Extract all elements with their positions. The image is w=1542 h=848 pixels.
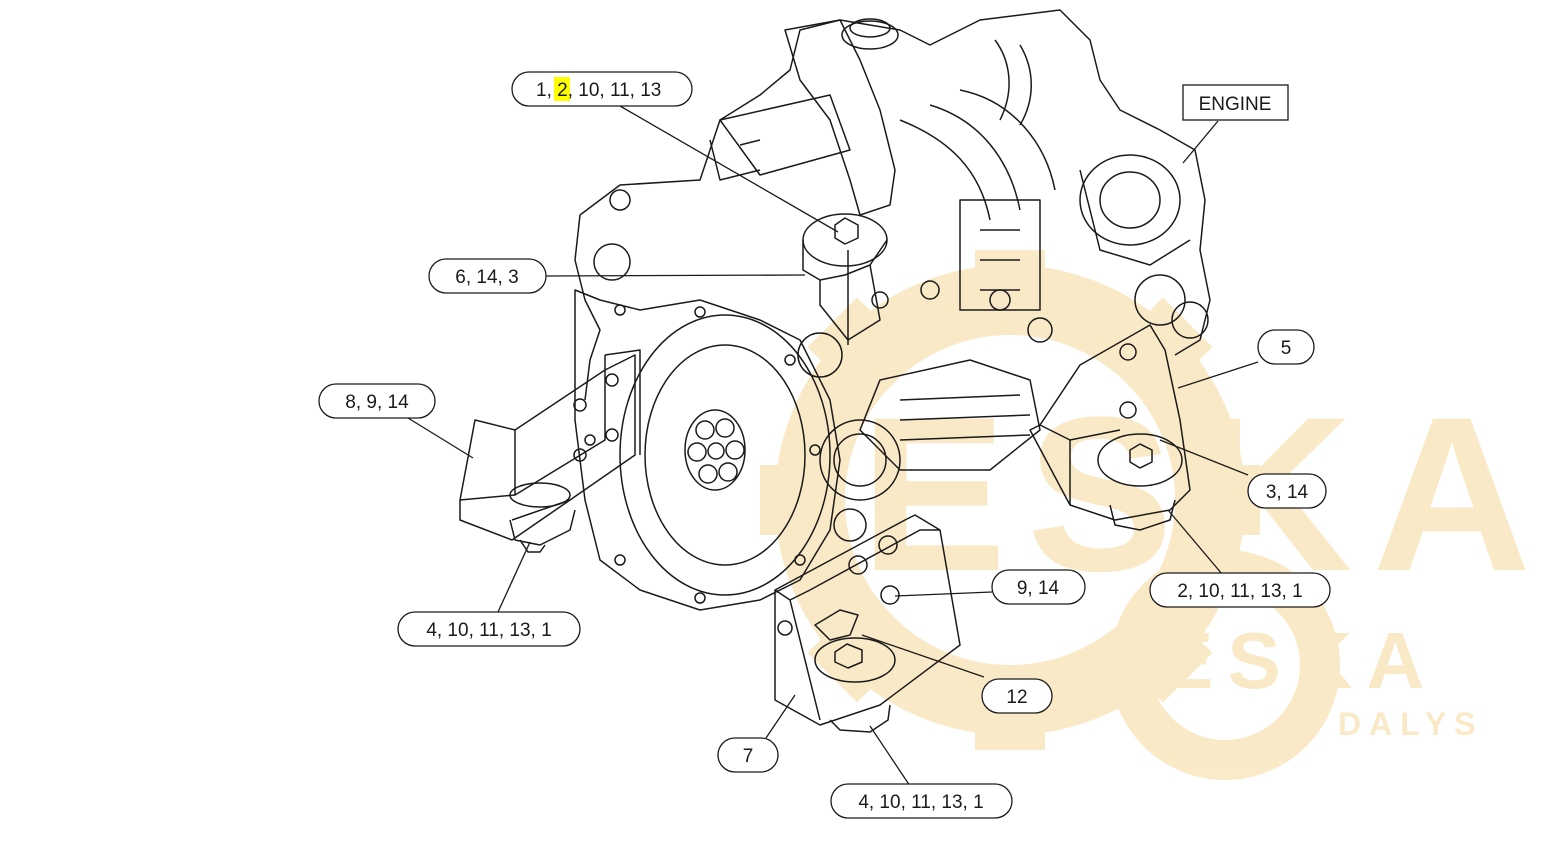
callout-6[interactable]: 2, 10, 11, 13, 1 xyxy=(1149,572,1331,608)
callout-1-text: 1, 2, 10, 11, 13 xyxy=(536,80,661,101)
callout-8-text: 4, 10, 11, 13, 1 xyxy=(426,620,551,641)
callout-4[interactable]: 5 xyxy=(1257,329,1315,365)
watermark-brand-text: ESKA xyxy=(1160,616,1438,705)
upper-mount-bracket xyxy=(802,213,888,345)
engine-label: ENGINE xyxy=(1182,84,1289,121)
left-rear-mount xyxy=(459,349,641,553)
callout-9[interactable]: 12 xyxy=(981,678,1053,714)
callout-5[interactable]: 3, 14 xyxy=(1247,473,1327,509)
callout-2-text: 6, 14, 3 xyxy=(455,267,518,288)
engine-drawing xyxy=(459,9,1211,733)
watermark-sub-text: DALYS xyxy=(1338,706,1484,742)
callout-8[interactable]: 4, 10, 11, 13, 1 xyxy=(397,611,581,647)
highlight-mark xyxy=(554,77,570,101)
callout-4-text: 5 xyxy=(1281,338,1292,359)
callout-1[interactable]: 1, 2, 10, 11, 13 xyxy=(511,71,693,107)
callout-5-text: 3, 14 xyxy=(1266,482,1309,503)
callout-3-text: 8, 9, 14 xyxy=(345,392,409,413)
callout-7[interactable]: 9, 14 xyxy=(991,569,1086,605)
callout-10-text: 7 xyxy=(743,746,754,767)
callout-2[interactable]: 6, 14, 3 xyxy=(428,258,547,294)
housing-bolt-holes xyxy=(584,304,821,604)
engine-label-text: ENGINE xyxy=(1199,94,1272,115)
watermark-small-gear-icon xyxy=(1110,550,1340,780)
front-mount xyxy=(774,514,961,733)
right-mount xyxy=(1029,324,1191,531)
flywheel-bolts xyxy=(687,418,745,484)
callout-10[interactable]: 7 xyxy=(717,737,779,773)
callout-11[interactable]: 4, 10, 11, 13, 1 xyxy=(830,783,1013,819)
callout-3[interactable]: 8, 9, 14 xyxy=(318,383,436,419)
callout-11-text: 4, 10, 11, 13, 1 xyxy=(858,792,983,813)
leader-lines xyxy=(407,105,1259,787)
callout-6-text: 2, 10, 11, 13, 1 xyxy=(1177,581,1302,602)
callout-9-text: 12 xyxy=(1006,687,1027,708)
callout-7-text: 9, 14 xyxy=(1017,578,1060,599)
